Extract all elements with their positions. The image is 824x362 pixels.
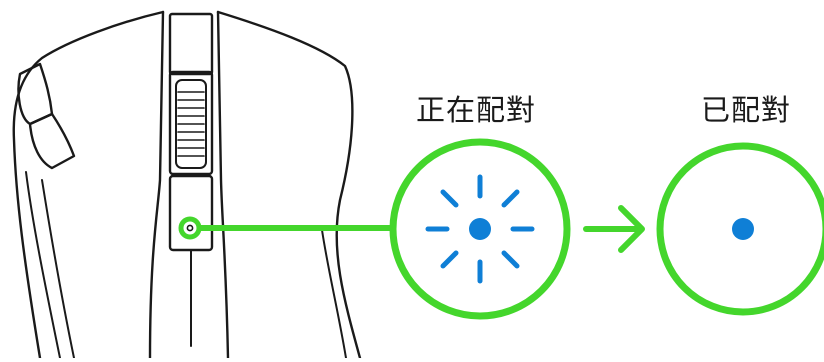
mouse-led-icon <box>178 216 202 240</box>
blink-rays <box>425 174 535 284</box>
mouse-top-strip <box>168 12 214 76</box>
mouse-left-button-edge <box>148 10 165 360</box>
side-grip-line-inner <box>41 179 75 359</box>
side-grip-line <box>25 171 61 359</box>
pairing-indicator <box>389 138 571 320</box>
mouse-illustration <box>12 10 362 360</box>
paired-indicator <box>656 142 824 316</box>
right-grip-line <box>321 229 347 359</box>
scroll-wheel-ridges <box>177 91 205 157</box>
mouse-right-button-edge <box>216 10 230 360</box>
blinking-led-icon <box>469 218 491 240</box>
paired-state-label: 已配對 <box>701 93 792 127</box>
pairing-state-label: 正在配對 <box>416 93 537 127</box>
arrow-right-icon <box>583 205 645 253</box>
solid-led-icon <box>732 218 754 240</box>
side-button-back <box>28 112 76 170</box>
scroll-wheel-housing <box>168 70 214 176</box>
scroll-wheel <box>175 79 207 169</box>
mouse-led-center <box>186 224 194 232</box>
mouse-left-shell <box>12 10 165 360</box>
mouse-right-shell <box>216 10 362 360</box>
